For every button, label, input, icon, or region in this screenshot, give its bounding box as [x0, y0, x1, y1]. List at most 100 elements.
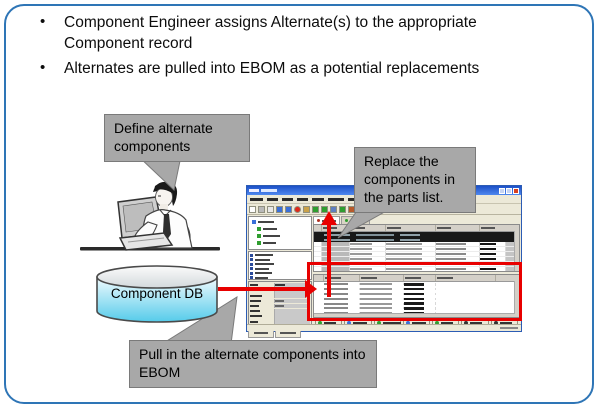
- decorative-block: [506, 247, 519, 251]
- button-icon: [376, 321, 381, 325]
- toolbar-icon: [276, 205, 283, 213]
- decorative-block: [250, 299, 274, 304]
- decorative-block: [322, 242, 350, 246]
- button-icon: [464, 321, 469, 325]
- engineer-clipart: [80, 181, 220, 251]
- decorative-block: [314, 267, 322, 271]
- bullet-item: Alternates are pulled into EBOM as a pot…: [30, 58, 500, 79]
- close-button-icon: [513, 187, 519, 194]
- table-header-row: [314, 275, 519, 282]
- column-header: [386, 225, 436, 231]
- toolbar-icon: [312, 205, 319, 213]
- red-highlight-rectangle: [307, 262, 522, 321]
- decorative-block: [350, 252, 386, 256]
- list-item-icon: [250, 258, 253, 262]
- table-row: [314, 247, 519, 252]
- column-header: [480, 225, 519, 231]
- decorative-block: [324, 302, 360, 305]
- decorative-block: [436, 257, 480, 261]
- decorative-block: [322, 252, 350, 256]
- button-icon: [318, 321, 322, 325]
- decorative-block: [324, 307, 360, 310]
- decorative-block: [404, 297, 436, 301]
- decorative-block: [506, 242, 519, 246]
- decorative-block: [386, 267, 436, 271]
- maximize-button-icon: [506, 187, 512, 194]
- list-item: [250, 271, 310, 276]
- decorative-block: [350, 242, 386, 246]
- column-header: [436, 275, 496, 281]
- property-row: [250, 298, 310, 304]
- app-left-panel: [248, 216, 312, 338]
- toolbar-icon: [285, 205, 292, 213]
- property-row: [250, 293, 310, 298]
- decorative-block: [322, 257, 350, 261]
- table-row: [314, 242, 519, 247]
- alternate-row: [314, 287, 519, 292]
- table-row: [314, 267, 519, 271]
- list-item: [250, 258, 310, 263]
- tree-item: [250, 239, 310, 246]
- decorative-block: [274, 308, 310, 314]
- tree-panel: [248, 216, 312, 250]
- toolbar-icon: [339, 205, 346, 213]
- list-item-icon: [250, 262, 253, 266]
- minimize-button-icon: [499, 187, 505, 194]
- alternate-row: [314, 282, 519, 287]
- decorative-block: [386, 242, 436, 246]
- tree-node-icon: [252, 219, 256, 224]
- alternate-components-table: [313, 274, 520, 318]
- list-item-icon: [250, 276, 253, 280]
- button-icon: [435, 321, 440, 325]
- decorative-block: [506, 252, 519, 256]
- property-row: [250, 308, 310, 314]
- decorative-block: [404, 292, 436, 296]
- column-header: [314, 275, 324, 281]
- decorative-block: [506, 257, 519, 261]
- tree-node-icon: [257, 240, 261, 245]
- decorative-block: [250, 304, 274, 309]
- decorative-block: [322, 267, 350, 271]
- property-row: [250, 319, 310, 324]
- decorative-block: [314, 242, 322, 246]
- decorative-block: [360, 283, 404, 286]
- tree-item: [250, 232, 310, 239]
- decorative-block: [386, 252, 436, 256]
- list-item: [250, 276, 310, 281]
- decorative-block: [436, 247, 480, 251]
- list-item: [250, 262, 310, 267]
- decorative-block: [322, 247, 350, 251]
- decorative-block: [386, 247, 436, 251]
- tree-item: [250, 225, 310, 232]
- decorative-block: [404, 302, 436, 305]
- column-header: [404, 275, 436, 281]
- button-icon: [347, 321, 352, 325]
- table-header-row: [314, 225, 519, 232]
- decorative-block: [314, 247, 322, 251]
- bullet-item: Component Engineer assigns Alternate(s) …: [30, 12, 500, 55]
- column-header: [324, 275, 360, 281]
- list-item: [250, 267, 310, 272]
- decorative-block: [274, 303, 310, 309]
- property-row: [250, 314, 310, 319]
- list-item: [250, 253, 310, 258]
- callout-define-alternate: Define alternate components: [104, 114, 250, 162]
- decorative-block: [250, 319, 274, 324]
- decorative-block: [480, 267, 506, 271]
- decorative-block: [250, 309, 274, 314]
- decorative-block: [480, 242, 506, 246]
- decorative-block: [324, 283, 360, 286]
- shortcut-list-panel: [248, 251, 312, 280]
- property-grid-header: [250, 283, 310, 288]
- toolbar-icon: [249, 205, 256, 213]
- decorative-block: [360, 292, 404, 295]
- red-arrowhead-right-icon: [305, 280, 317, 298]
- decorative-block: [436, 242, 480, 246]
- decorative-block: [314, 257, 322, 261]
- red-arrow-db-to-ebom: [218, 287, 306, 291]
- decorative-block: [436, 252, 480, 256]
- decorative-block: [386, 257, 436, 261]
- decorative-block: [404, 283, 436, 286]
- list-item-icon: [250, 267, 253, 271]
